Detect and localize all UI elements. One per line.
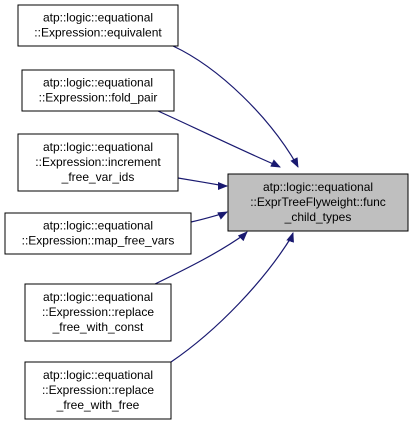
caller-node-label-line: ::Expression::increment: [35, 155, 161, 169]
caller-node[interactable]: atp::logic::equational::Expression::repl…: [24, 283, 172, 342]
caller-node-label-line: atp::logic::equational: [43, 140, 153, 154]
call-edge: [172, 45, 299, 168]
target-node-label-line: atp::logic::equational: [263, 180, 373, 194]
caller-node-label-line: atp::logic::equational: [43, 290, 153, 304]
caller-node-label-line: atp::logic::equational: [43, 368, 153, 382]
call-edge: [177, 177, 228, 190]
target-node-label-line: _child_types: [284, 210, 352, 224]
caller-node-box: [21, 69, 175, 112]
caller-node-box: [17, 4, 179, 47]
caller-node-box: [4, 212, 192, 255]
caller-node-box: [24, 283, 172, 342]
caller-node-label-line: _free_var_ids: [61, 170, 135, 184]
caller-node-label-line: ::Expression::equivalent: [34, 26, 162, 40]
call-edge-line: [172, 45, 299, 168]
call-edge: [190, 211, 228, 223]
caller-node-label-line: ::Expression::replace: [42, 305, 154, 319]
call-edge-line: [154, 231, 248, 285]
call-edge-line: [157, 110, 281, 168]
edges: [154, 45, 299, 363]
caller-node[interactable]: atp::logic::equational::Expression::incr…: [17, 133, 179, 192]
caller-node-label-line: atp::logic::equational: [43, 76, 153, 90]
caller-node-label-line: ::Expression::replace: [42, 383, 154, 397]
caller-node-box: [17, 133, 179, 192]
call-edge-line: [177, 177, 228, 190]
caller-node[interactable]: atp::logic::equational::Expression::equi…: [17, 4, 179, 47]
caller-node[interactable]: atp::logic::equational::Expression::fold…: [21, 69, 175, 112]
target-node-label-line: ::ExprTreeFlyweight::func: [250, 195, 386, 209]
caller-node-label-line: _free_with_const: [52, 320, 144, 334]
target-node-box: [227, 173, 409, 232]
caller-node[interactable]: atp::logic::equational::Expression::map_…: [4, 212, 192, 255]
call-edge-line: [170, 232, 294, 363]
caller-node-label-line: ::Expression::map_free_vars: [22, 234, 175, 248]
nodes: atp::logic::equational::Expression::equi…: [4, 4, 409, 420]
caller-node-label-line: atp::logic::equational: [43, 219, 153, 233]
call-edge: [170, 232, 294, 363]
caller-node-label-line: _free_with_free: [56, 398, 140, 412]
call-edge: [154, 231, 248, 285]
caller-node-box: [24, 361, 172, 420]
caller-node-label-line: atp::logic::equational: [43, 11, 153, 25]
call-edge: [157, 110, 281, 168]
call-edge-line: [190, 211, 228, 223]
caller-node[interactable]: atp::logic::equational::Expression::repl…: [24, 361, 172, 420]
caller-node-label-line: ::Expression::fold_pair: [39, 91, 158, 105]
target-node[interactable]: atp::logic::equational::ExprTreeFlyweigh…: [227, 173, 409, 232]
